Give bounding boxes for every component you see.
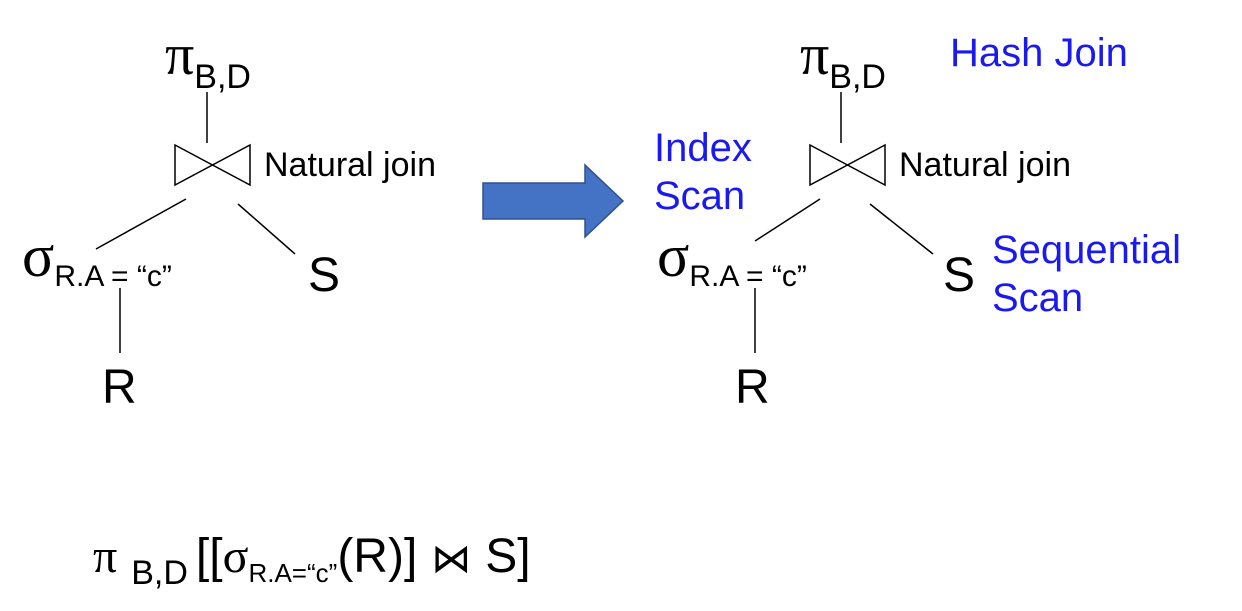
right-leaf-s: S [943, 249, 976, 302]
left-edge-join-s [237, 203, 296, 255]
left-join-label: Natural join [264, 146, 436, 184]
annotation-sequential-scan: Sequential Scan [992, 226, 1181, 322]
right-join-label: Natural join [899, 146, 1071, 184]
right-edge-join-select [754, 198, 821, 242]
formula-sigma-subscript: R.A=“c” [248, 558, 338, 588]
left-projection-symbol: π [165, 22, 195, 87]
transform-arrow [482, 163, 625, 239]
left-edge-join-select [95, 198, 187, 250]
left-leaf-r: R [102, 361, 137, 414]
annotation-index-line2: Scan [654, 174, 746, 218]
annotation-seq-line1: Sequential [992, 228, 1182, 272]
algebra-formula: π B,D[[σR.A=“c”(R)] ⋈ S] [93, 530, 531, 591]
left-selection: σR.A = “c” [22, 223, 172, 292]
annotation-index-line1: Index [654, 126, 752, 170]
right-selection-symbol: σ [657, 223, 690, 289]
formula-sigma: σ [222, 530, 249, 583]
right-projection-symbol: π [800, 22, 830, 87]
left-leaf-s: S [308, 249, 341, 302]
right-projection-subscript: B,D [829, 58, 886, 96]
right-edge-join-s [869, 203, 934, 255]
right-leaf-r: R [735, 361, 770, 414]
formula-join-symbol: ⋈ [431, 536, 472, 582]
left-projection-subscript: B,D [194, 58, 251, 96]
left-join-bowtie [174, 143, 251, 187]
annotation-index-scan: Index Scan [654, 124, 752, 220]
left-selection-subscript: R.A = “c” [54, 260, 172, 293]
annotation-seq-line2: Scan [992, 276, 1084, 320]
formula-pi-subscript: B,D [131, 554, 188, 592]
left-selection-symbol: σ [22, 223, 55, 289]
formula-pi: π [93, 530, 118, 583]
right-selection: σR.A = “c” [657, 223, 807, 292]
annotation-hash-join: Hash Join [950, 31, 1128, 75]
formula-r-part: (R)] [337, 530, 418, 583]
right-selection-subscript: R.A = “c” [689, 260, 807, 293]
right-join-bowtie [809, 143, 886, 187]
right-projection: πB,D [800, 26, 886, 95]
formula-open-brackets: [[ [195, 530, 223, 583]
left-projection: πB,D [165, 26, 251, 95]
formula-s-part: S] [485, 530, 531, 583]
